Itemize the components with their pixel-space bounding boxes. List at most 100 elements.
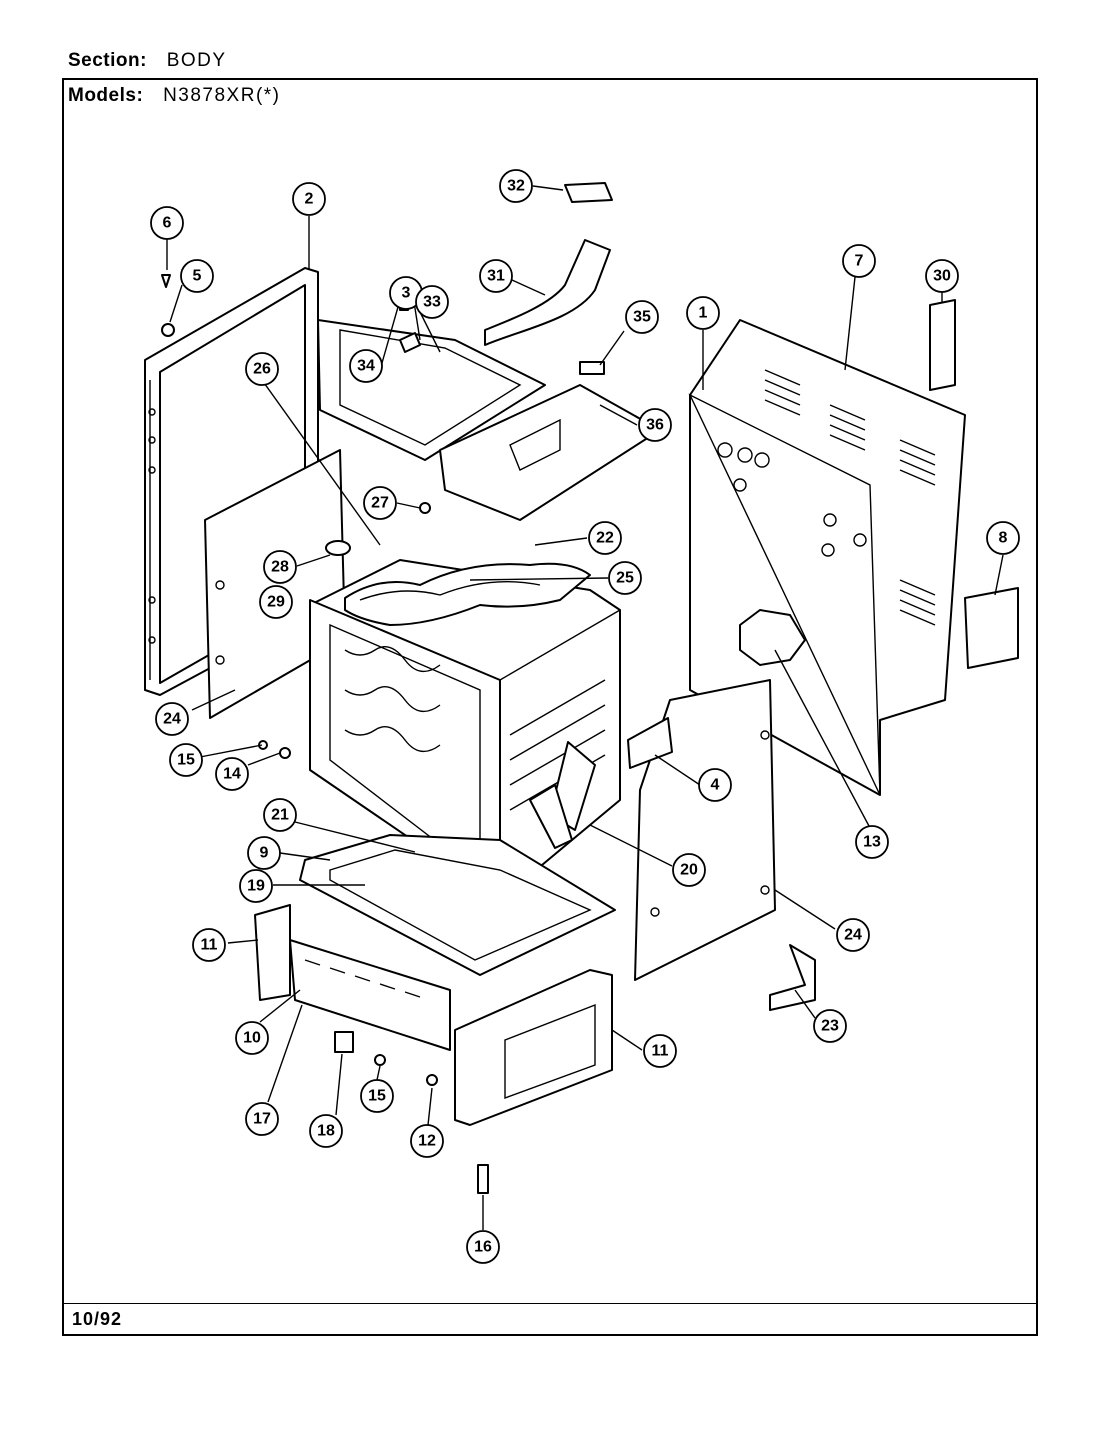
callout-14: 14 (215, 757, 249, 791)
svg-text:15: 15 (177, 752, 195, 769)
callout-36: 36 (638, 408, 672, 442)
callout-20: 20 (672, 853, 706, 887)
svg-text:36: 36 (646, 417, 664, 434)
callout-18: 18 (309, 1114, 343, 1148)
part-door-hinge (529, 741, 596, 849)
svg-text:3: 3 (402, 285, 411, 302)
callout-17: 17 (245, 1102, 279, 1136)
callout-11-right: 11 (643, 1034, 677, 1068)
svg-text:23: 23 (821, 1018, 839, 1035)
part-bracket-4 (627, 717, 673, 769)
callout-10: 10 (235, 1021, 269, 1055)
callout-15-upper: 15 (169, 743, 203, 777)
models-label: Models: (68, 85, 144, 106)
svg-text:30: 30 (933, 268, 951, 285)
svg-text:22: 22 (596, 530, 614, 547)
svg-text:9: 9 (260, 845, 269, 862)
svg-text:5: 5 (193, 268, 202, 285)
svg-text:32: 32 (507, 178, 525, 195)
callout-19: 19 (239, 869, 273, 903)
svg-text:4: 4 (711, 777, 720, 794)
svg-text:7: 7 (855, 253, 864, 270)
svg-text:15: 15 (368, 1088, 386, 1105)
callout-28: 28 (263, 550, 297, 584)
part-bottom-panel (299, 834, 616, 976)
callout-12: 12 (410, 1124, 444, 1158)
callout-6: 6 (150, 206, 184, 240)
callout-8: 8 (986, 521, 1020, 555)
svg-text:2: 2 (305, 191, 314, 208)
callout-30: 30 (925, 259, 959, 293)
svg-text:19: 19 (247, 878, 265, 895)
section-header: Section: BODY (68, 50, 227, 72)
callout-34: 34 (349, 349, 383, 383)
callout-2: 2 (292, 182, 326, 216)
part-bracket-8 (964, 587, 1019, 669)
svg-text:13: 13 (863, 834, 881, 851)
footer-date: 10/92 (72, 1309, 123, 1329)
callout-9: 9 (247, 836, 281, 870)
svg-text:14: 14 (223, 766, 241, 783)
callout-29: 29 (259, 585, 293, 619)
callout-25: 25 (608, 561, 642, 595)
svg-text:24: 24 (163, 711, 181, 728)
callout-bubbles: 1 2 3 4 5 6 7 8 9 10 11 11 12 13 14 15 1… (150, 169, 1020, 1264)
svg-text:12: 12 (418, 1133, 436, 1150)
part-clip (579, 361, 605, 375)
callout-5: 5 (180, 259, 214, 293)
callout-26: 26 (245, 352, 279, 386)
callout-4: 4 (698, 768, 732, 802)
callout-27: 27 (363, 486, 397, 520)
callout-22: 22 (588, 521, 622, 555)
callout-33: 33 (415, 285, 449, 319)
callout-16: 16 (466, 1230, 500, 1264)
part-side-liner-right (634, 679, 776, 981)
callout-24-left: 24 (155, 702, 189, 736)
diagram-frame (62, 78, 1038, 1336)
svg-text:34: 34 (357, 358, 375, 375)
svg-text:35: 35 (633, 309, 651, 326)
section-label: Section: (68, 50, 147, 71)
footer-divider (62, 1303, 1038, 1304)
svg-text:16: 16 (474, 1239, 492, 1256)
callout-35: 35 (625, 300, 659, 334)
part-anti-tip-bracket (769, 944, 816, 1011)
svg-text:25: 25 (616, 570, 634, 587)
svg-text:21: 21 (271, 807, 289, 824)
svg-text:17: 17 (253, 1111, 271, 1128)
section-value: BODY (166, 50, 227, 71)
svg-text:10: 10 (243, 1030, 261, 1047)
callout-11-left: 11 (192, 928, 226, 962)
svg-text:26: 26 (253, 361, 271, 378)
svg-text:11: 11 (201, 937, 218, 954)
svg-text:11: 11 (652, 1043, 669, 1060)
svg-text:18: 18 (317, 1123, 335, 1140)
svg-text:33: 33 (423, 294, 441, 311)
svg-text:20: 20 (680, 862, 698, 879)
callout-13: 13 (855, 825, 889, 859)
callout-7: 7 (842, 244, 876, 278)
callout-23: 23 (813, 1009, 847, 1043)
part-vent-duct (484, 239, 611, 346)
part-back-panel (688, 319, 966, 796)
svg-text:29: 29 (267, 594, 285, 611)
svg-text:28: 28 (271, 559, 289, 576)
svg-text:27: 27 (371, 495, 389, 512)
part-vent-trim (564, 182, 613, 203)
part-terminal-block (929, 299, 956, 391)
models-value: N3878XR(*) (163, 85, 281, 106)
callout-32: 32 (499, 169, 533, 203)
part-top-inner-panel (439, 384, 661, 521)
svg-text:1: 1 (699, 305, 708, 322)
svg-text:6: 6 (163, 215, 172, 232)
svg-text:8: 8 (999, 530, 1008, 547)
svg-text:31: 31 (487, 268, 505, 285)
models-header: Models: N3878XR(*) (68, 85, 281, 107)
svg-text:24: 24 (844, 927, 862, 944)
callout-21: 21 (263, 798, 297, 832)
callout-1: 1 (686, 296, 720, 330)
part-base-frame (254, 904, 613, 1126)
leader-lines (166, 185, 1004, 1230)
callout-24-right: 24 (836, 918, 870, 952)
